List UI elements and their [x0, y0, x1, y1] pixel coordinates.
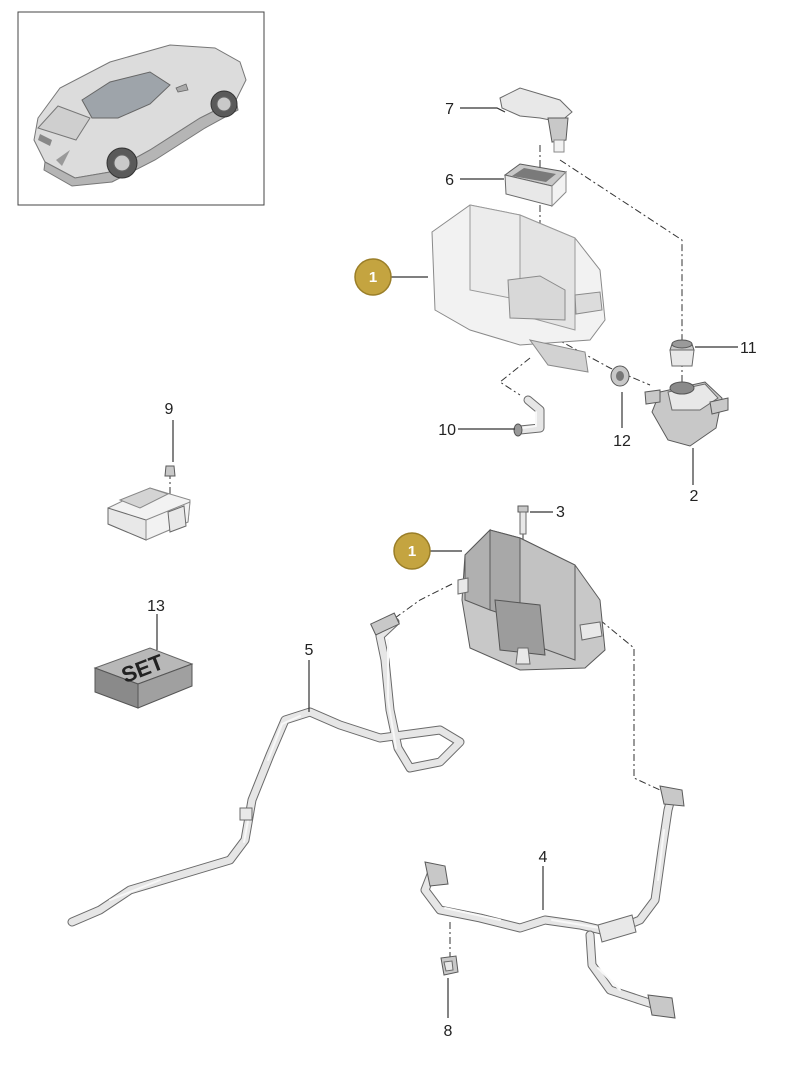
part-1-canister-lower[interactable] — [457, 528, 606, 671]
callout-2[interactable]: 2 — [690, 488, 699, 505]
part-10-elbow[interactable] — [513, 395, 545, 437]
callout-labels: 7 6 11 9 10 12 2 3 13 5 4 8 — [147, 101, 757, 1040]
callout-5[interactable]: 5 — [305, 642, 314, 659]
leader-lines — [156, 107, 738, 1018]
part-2-valve[interactable] — [644, 381, 729, 447]
callout-13[interactable]: 13 — [147, 598, 165, 615]
part-1-canister-upper[interactable] — [431, 204, 606, 373]
badge-part-1-upper[interactable]: 1 — [354, 258, 392, 296]
callout-8[interactable]: 8 — [444, 1023, 453, 1040]
part-11-cap[interactable] — [669, 339, 695, 367]
part-9-module[interactable] — [107, 465, 191, 541]
callout-12[interactable]: 12 — [613, 433, 631, 450]
part-13-set-box[interactable]: SET — [93, 647, 194, 709]
callout-6[interactable]: 6 — [445, 172, 454, 189]
callout-11[interactable]: 11 — [740, 340, 757, 357]
part-3-screw[interactable] — [517, 505, 529, 535]
part-4-hose[interactable] — [420, 785, 685, 1019]
callout-4[interactable]: 4 — [539, 849, 548, 866]
part-5-hose[interactable] — [67, 612, 465, 927]
part-8-clip[interactable] — [440, 955, 459, 976]
callout-3[interactable]: 3 — [556, 504, 565, 521]
part-6-filter[interactable] — [503, 163, 568, 208]
callout-10[interactable]: 10 — [438, 422, 456, 439]
callout-9[interactable]: 9 — [165, 401, 174, 418]
vehicle-thumbnail[interactable] — [17, 11, 265, 206]
badge-1-lower-label: 1 — [408, 543, 416, 560]
part-7-bracket[interactable] — [499, 87, 573, 153]
badge-part-1-lower[interactable]: 1 — [393, 532, 431, 570]
badge-1-upper-label: 1 — [369, 269, 377, 286]
part-12-grommet[interactable] — [610, 365, 630, 387]
car-illustration — [33, 44, 247, 187]
callout-7[interactable]: 7 — [445, 101, 454, 118]
